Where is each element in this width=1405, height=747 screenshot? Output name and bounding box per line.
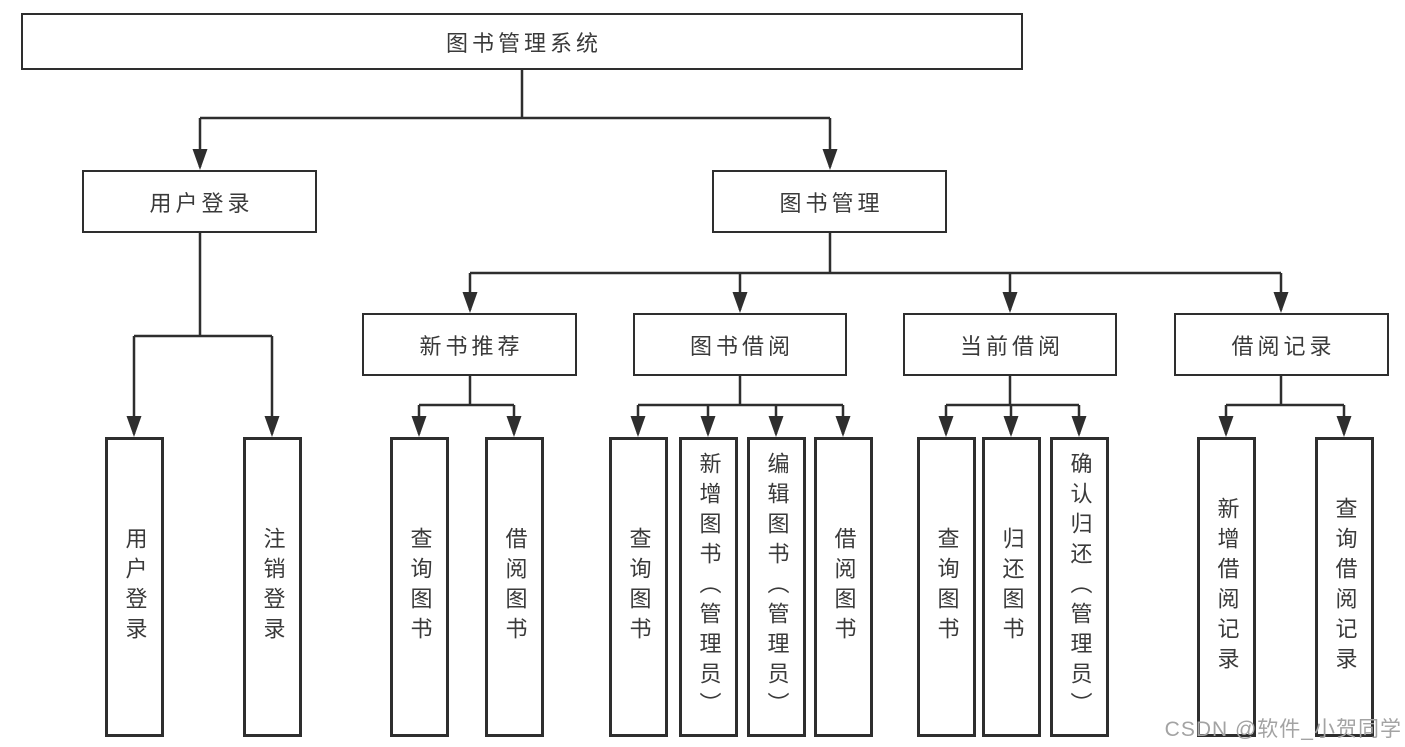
arrowhead — [506, 416, 522, 437]
node-borrowing-records: 借阅记录 — [1174, 313, 1389, 376]
arrowhead — [1218, 416, 1234, 437]
arrowhead — [938, 416, 954, 437]
leaf-user-login: 用户登录 — [105, 437, 164, 737]
node-current-borrowing: 当前借阅 — [903, 313, 1117, 376]
node-label: 图书管理 — [779, 190, 884, 216]
leaf-query-borrow-record: 查询借阅记录 — [1315, 437, 1374, 737]
leaf-query-books-current: 查询图书 — [917, 437, 976, 737]
leaf-logout: 注销登录 — [243, 437, 302, 737]
leaf-add-book-admin: 新增图书（管理员） — [679, 437, 738, 737]
node-label: 确认归还（管理员） — [1067, 452, 1093, 722]
node-label: 图书借阅 — [689, 333, 794, 359]
node-book-management: 图书管理 — [712, 170, 947, 233]
arrowhead — [411, 416, 427, 437]
node-label: 归还图书 — [999, 527, 1025, 647]
arrowhead — [264, 416, 280, 437]
node-root-system: 图书管理系统 — [21, 13, 1023, 70]
leaf-query-books-borrowing: 查询图书 — [609, 437, 668, 737]
arrowhead — [835, 416, 851, 437]
node-label: 借阅图书 — [502, 527, 528, 647]
node-label: 注销登录 — [260, 527, 286, 647]
node-label: 当前借阅 — [959, 333, 1064, 359]
leaf-add-borrow-record: 新增借阅记录 — [1197, 437, 1256, 737]
node-user-login: 用户登录 — [82, 170, 317, 233]
arrowhead — [700, 416, 716, 437]
node-label: 查询图书 — [407, 527, 433, 647]
arrowhead — [630, 416, 646, 437]
arrowhead — [768, 416, 784, 437]
node-label: 借阅记录 — [1231, 333, 1336, 359]
node-label: 借阅图书 — [831, 527, 857, 647]
arrowhead — [732, 292, 748, 313]
leaf-edit-book-admin: 编辑图书（管理员） — [747, 437, 806, 737]
node-book-borrowing: 图书借阅 — [633, 313, 847, 376]
leaf-borrow-books-recommend: 借阅图书 — [485, 437, 544, 737]
arrowhead — [126, 416, 142, 437]
arrowhead — [1003, 416, 1019, 437]
node-label: 新增图书（管理员） — [696, 452, 722, 722]
arrowhead — [822, 149, 838, 170]
arrowhead — [192, 149, 208, 170]
leaf-borrow-books-borrowing: 借阅图书 — [814, 437, 873, 737]
arrowhead — [1273, 292, 1289, 313]
node-label: 用户登录 — [122, 527, 148, 647]
node-new-book-recommend: 新书推荐 — [362, 313, 577, 376]
node-label: 查询图书 — [626, 527, 652, 647]
node-label: 新书推荐 — [419, 333, 524, 359]
arrowhead — [1336, 416, 1352, 437]
node-label: 新增借阅记录 — [1214, 497, 1240, 677]
node-label: 用户登录 — [149, 190, 254, 216]
arrowhead — [1071, 416, 1087, 437]
node-label: 图书管理系统 — [445, 30, 602, 56]
leaf-confirm-return-admin: 确认归还（管理员） — [1050, 437, 1109, 737]
arrowhead — [1002, 292, 1018, 313]
arrowhead — [462, 292, 478, 313]
leaf-query-books-recommend: 查询图书 — [390, 437, 449, 737]
leaf-return-books: 归还图书 — [982, 437, 1041, 737]
node-label: 查询图书 — [934, 527, 960, 647]
node-label: 编辑图书（管理员） — [764, 452, 790, 722]
csdn-watermark: CSDN @软件_小贺同学 — [1164, 718, 1402, 741]
node-label: 查询借阅记录 — [1332, 497, 1358, 677]
